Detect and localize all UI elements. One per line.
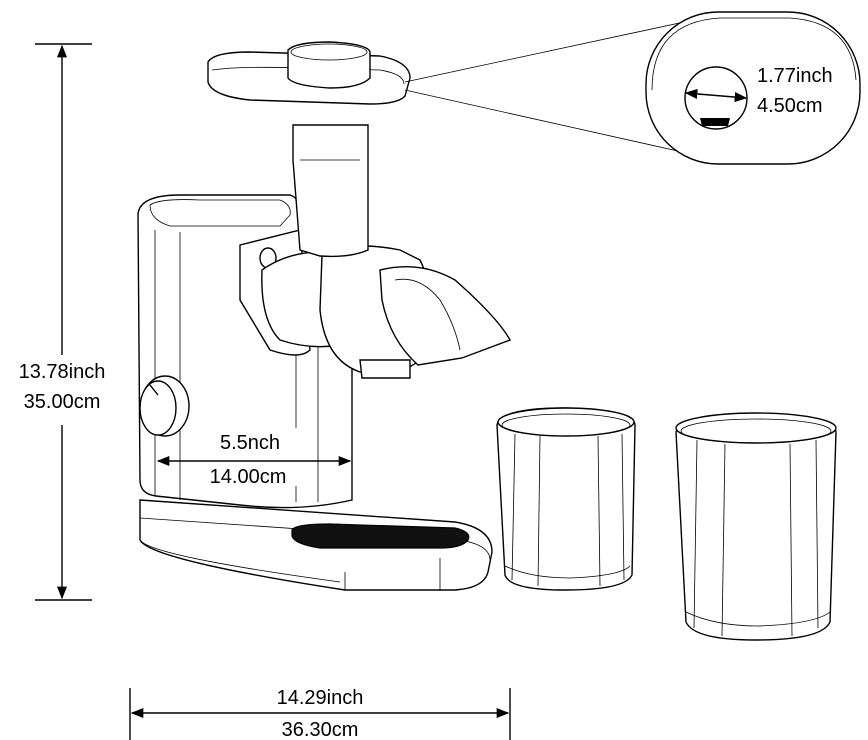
height-metric-label: 35.00cm bbox=[24, 391, 101, 413]
chute-opening-arrow bbox=[684, 88, 748, 103]
chute-metric-label: 4.50cm bbox=[757, 95, 823, 117]
height-imperial-label: 13.78inch bbox=[19, 361, 106, 383]
drip-tray bbox=[291, 523, 470, 549]
juicer-base bbox=[139, 499, 493, 591]
body-width-imperial-label: 5.5nch bbox=[220, 432, 280, 454]
zoom-callout: 1.77inch 4.50cm bbox=[404, 11, 861, 165]
callout-line-bottom bbox=[404, 89, 719, 161]
height-dimension: 13.78inch 35.00cm bbox=[19, 43, 106, 601]
total-width-dimension: 14.29inch 36.30cm bbox=[129, 687, 511, 740]
juice-cup-large bbox=[675, 412, 837, 641]
body-width-metric-label: 14.00cm bbox=[210, 466, 287, 488]
chute-imperial-label: 1.77inch bbox=[757, 65, 833, 87]
total-width-imperial-label: 14.29inch bbox=[277, 687, 364, 709]
chute-opening-zoom bbox=[645, 11, 861, 165]
juicing-chamber bbox=[239, 229, 512, 379]
feed-chute bbox=[207, 41, 411, 258]
callout-line-top bbox=[404, 15, 713, 83]
body-width-dimension: 5.5nch 14.00cm bbox=[156, 428, 352, 488]
total-width-metric-label: 36.30cm bbox=[282, 719, 359, 740]
juice-cup-small bbox=[496, 407, 636, 591]
juice-spout bbox=[379, 265, 512, 366]
